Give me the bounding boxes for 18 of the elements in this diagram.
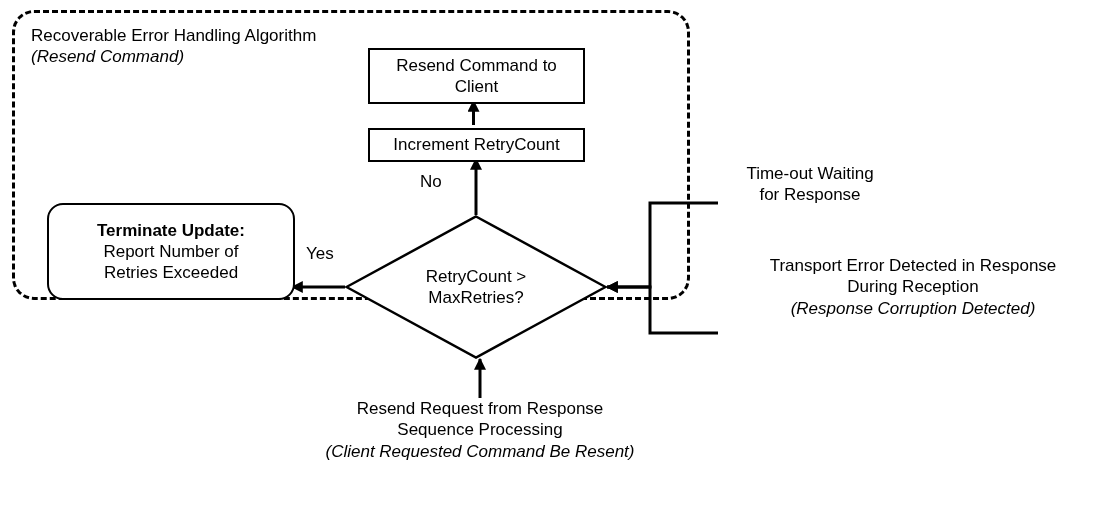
node-text: Increment RetryCount [393,134,560,156]
note-text: (Resend Command) [31,46,185,68]
node-text: Resend Request from Response Sequence Processing [355,398,605,441]
node-text: Report Number of Retries Exceeded [102,240,240,284]
note-text: (Response Corruption Detected) [790,297,1036,319]
terminal-box [47,203,295,300]
process-box [368,48,585,104]
group-title: Recoverable Error Handling Algorithm [31,25,317,47]
arrow [474,357,486,398]
node-text: Transport Error Detected in Response During Reception [768,255,1058,298]
node-text: Resend Command to Client [395,54,558,98]
node-text: Time-out Waiting for Response [745,163,875,206]
node-text: RetryCount > MaxRetries? [424,265,528,309]
process-box [368,128,585,162]
node-text: Terminate Update: [97,219,245,241]
arrow [605,281,718,335]
decision-diamond [345,215,607,359]
note-text: (Client Requested Command Be Resent) [325,440,635,462]
